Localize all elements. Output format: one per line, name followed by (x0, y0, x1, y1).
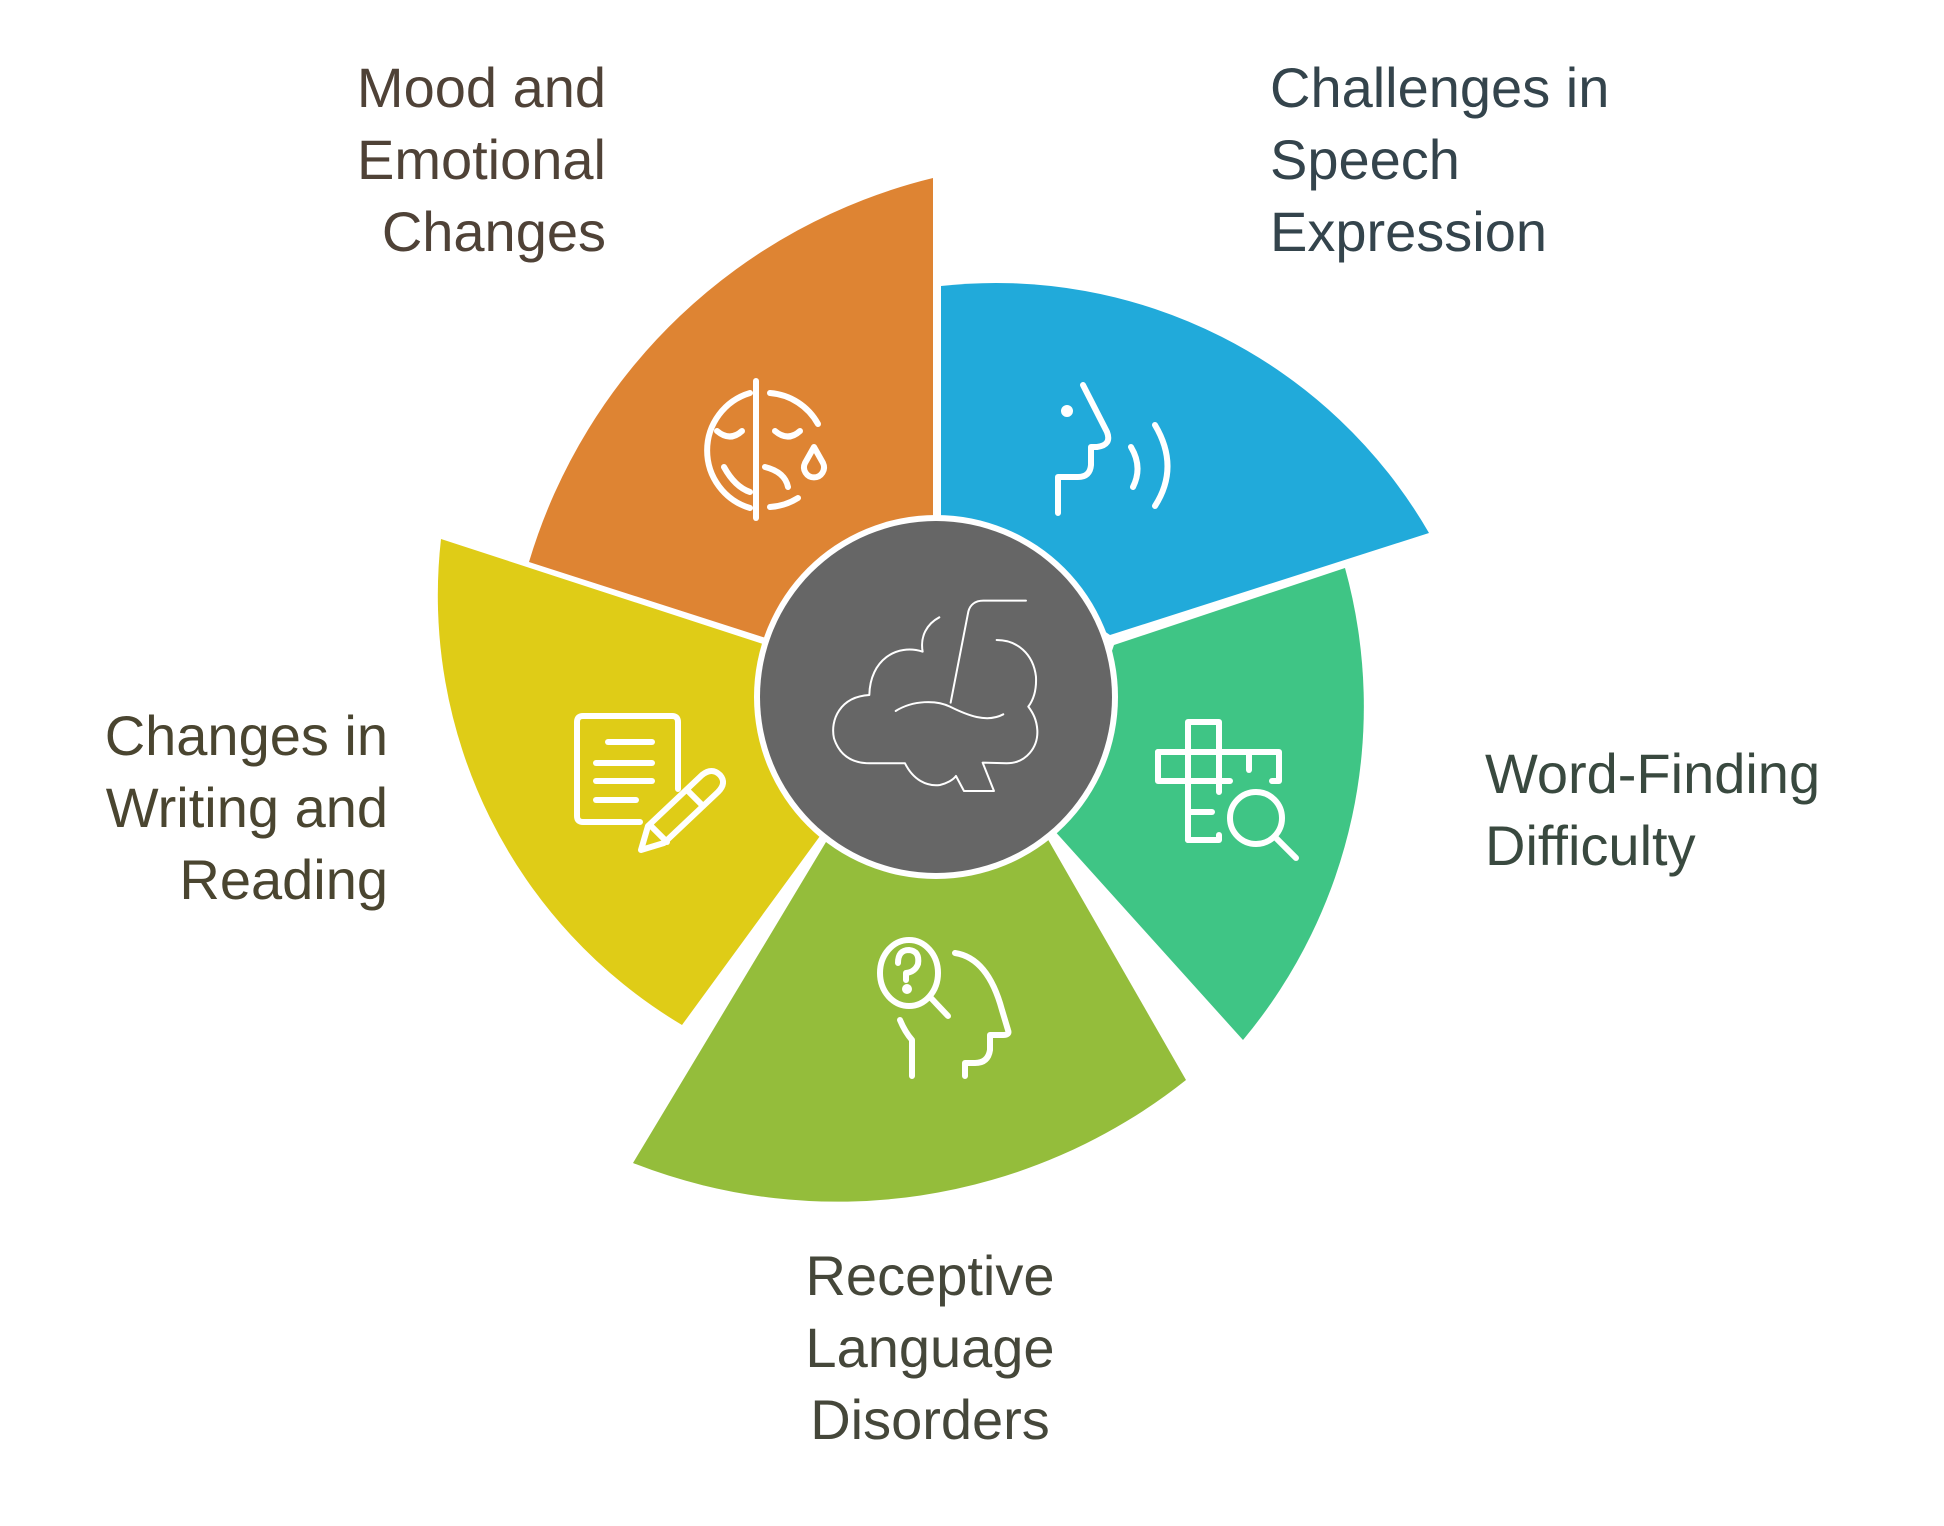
segment-word-finding (1052, 568, 1364, 1040)
crossword-search-icon (1155, 719, 1299, 861)
label-receptive-language-disorders: Receptive Language Disorders (805, 1240, 1054, 1456)
document-pencil-icon (574, 713, 726, 853)
label-line: Expression (1270, 200, 1548, 263)
label-line: Mood and (356, 56, 606, 119)
label-line: Language (805, 1316, 1055, 1379)
label-line: Changes in (104, 704, 388, 767)
speaking-head-icon (1055, 382, 1171, 516)
segment-speech (941, 282, 1429, 635)
label-changes-in-writing-and-reading: Changes in Writing and Reading (105, 700, 388, 916)
label-word-finding-difficulty: Word-Finding Difficulty (1485, 738, 1820, 882)
label-line: Difficulty (1485, 814, 1696, 877)
label-line: Emotional (356, 128, 606, 191)
happy-sad-face-icon (704, 378, 827, 521)
center-hub (760, 521, 1112, 873)
label-line: Receptive (805, 1244, 1055, 1307)
head-question-magnifier-icon (877, 937, 1012, 1079)
label-line: Reading (179, 848, 388, 911)
label-line: Challenges in (1270, 56, 1610, 119)
label-mood-and-emotional-changes: Mood and Emotional Changes (357, 52, 606, 268)
segment-receptive (633, 836, 1186, 1202)
label-line: Word-Finding (1485, 742, 1821, 805)
segment-mood (529, 178, 933, 640)
label-line: Changes (381, 200, 606, 263)
label-line: Writing and (105, 776, 388, 839)
label-line: Speech (1270, 128, 1460, 191)
label-line: Disorders (810, 1388, 1050, 1451)
brain-head-icon (832, 599, 1039, 792)
label-challenges-in-speech-expression: Challenges in Speech Expression (1270, 52, 1609, 268)
